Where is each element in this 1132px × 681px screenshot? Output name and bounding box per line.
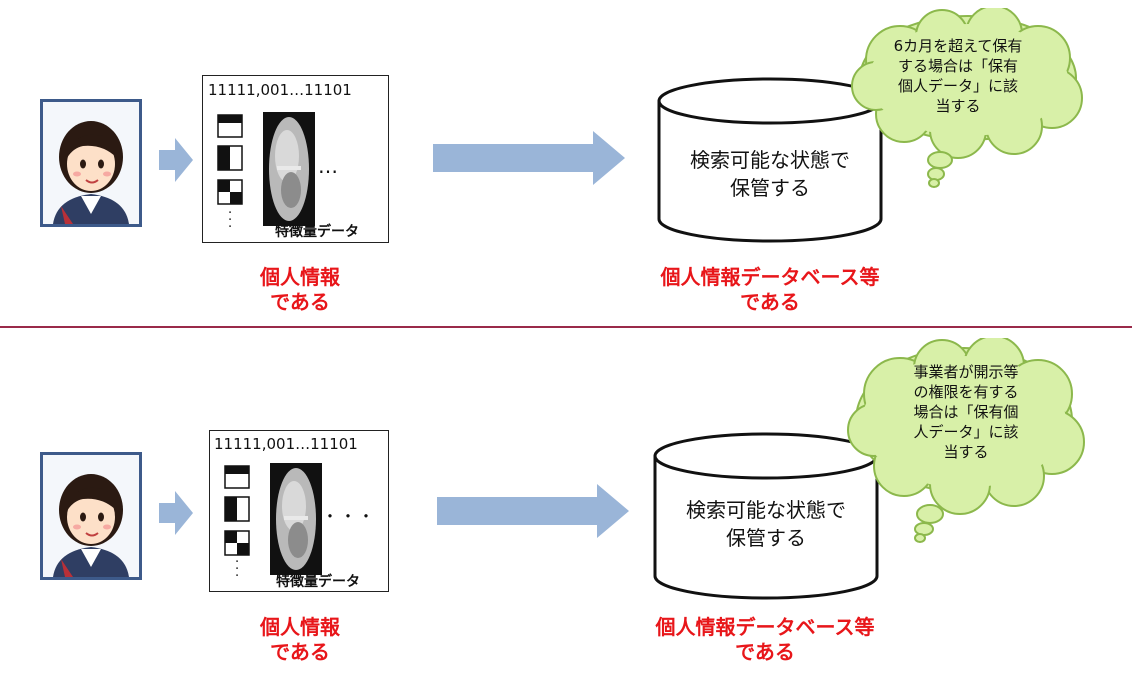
cloud-line-3: 個人データ」に該: [897, 77, 1018, 95]
feature-code: 11111,001…11101: [214, 435, 358, 453]
cloud-line-1: 事業者が開示等: [913, 363, 1019, 381]
feature-data-label: 特徴量データ: [275, 224, 359, 240]
feature-face-image: [270, 463, 322, 575]
woman-illustration: [43, 102, 139, 224]
big-arrow: [433, 131, 625, 185]
small-arrow: [159, 138, 193, 182]
pattern-squares: [224, 465, 250, 556]
feature-data-label: 特徴量データ: [276, 574, 360, 590]
person-avatar: [40, 99, 142, 227]
thought-cloud: [851, 8, 1083, 188]
personal-info-label: 個人情報 である: [220, 265, 380, 315]
cloud-line-1: 6カ月を超えて保有: [893, 37, 1023, 55]
database-label: 個人情報データベース等 である: [615, 615, 915, 665]
database-text-line-1: 検索可能な状態で: [690, 148, 850, 172]
thought-cloud: [847, 338, 1085, 543]
cloud-line-2: の権限を有する: [913, 383, 1019, 401]
cloud-text: 事業者が開示等 の権限を有する 場合は「保有個 人データ」に該 当する: [876, 362, 1056, 462]
cloud-line-5: 当する: [943, 443, 989, 461]
database-text-line-1: 検索可能な状態で: [686, 498, 846, 522]
personal-info-line-2: である: [270, 640, 330, 664]
database-label: 個人情報データベース等 である: [620, 265, 920, 315]
database-label-line-1: 個人情報データベース等: [660, 265, 880, 289]
cloud-line-2: する場合は「保有: [897, 57, 1018, 75]
vertical-ellipsis: ···: [228, 206, 233, 235]
database-text-line-2: 保管する: [726, 526, 806, 550]
feature-code: 11111,001…11101: [208, 81, 352, 99]
small-arrow: [159, 491, 193, 535]
cloud-text: 6カ月を超えて保有 する場合は「保有 個人データ」に該 当する: [870, 36, 1046, 116]
personal-info-line-2: である: [270, 290, 330, 314]
personal-info-label: 個人情報 である: [220, 615, 380, 665]
personal-info-line-1: 個人情報: [260, 265, 340, 289]
big-arrow: [437, 484, 629, 538]
cloud-line-4: 人データ」に該: [913, 423, 1019, 441]
pattern-squares: [217, 114, 243, 205]
section-divider: [0, 326, 1132, 328]
feature-data-box: 11111,001…11101 ··· ・・・ 特徴量データ: [209, 430, 389, 592]
vertical-ellipsis: ···: [235, 555, 240, 584]
database-cylinder: [653, 432, 879, 600]
horizontal-ellipsis: …: [318, 154, 340, 178]
feature-data-box: 11111,001…11101 ··· … 特徴量データ: [202, 75, 389, 243]
database-text-line-2: 保管する: [730, 176, 810, 200]
database-cylinder: [657, 77, 883, 243]
horizontal-ellipsis: ・・・: [322, 507, 377, 526]
cloud-line-4: 当する: [935, 97, 981, 115]
database-text: 検索可能な状態で 保管する: [660, 146, 880, 202]
feature-face-image: [263, 112, 315, 226]
database-label-line-2: である: [740, 290, 800, 314]
personal-info-line-1: 個人情報: [260, 615, 340, 639]
woman-illustration: [43, 455, 139, 577]
database-label-line-1: 個人情報データベース等: [655, 615, 875, 639]
database-text: 検索可能な状態で 保管する: [656, 496, 876, 552]
cloud-line-3: 場合は「保有個: [913, 403, 1019, 421]
person-avatar: [40, 452, 142, 580]
database-label-line-2: である: [735, 640, 795, 664]
